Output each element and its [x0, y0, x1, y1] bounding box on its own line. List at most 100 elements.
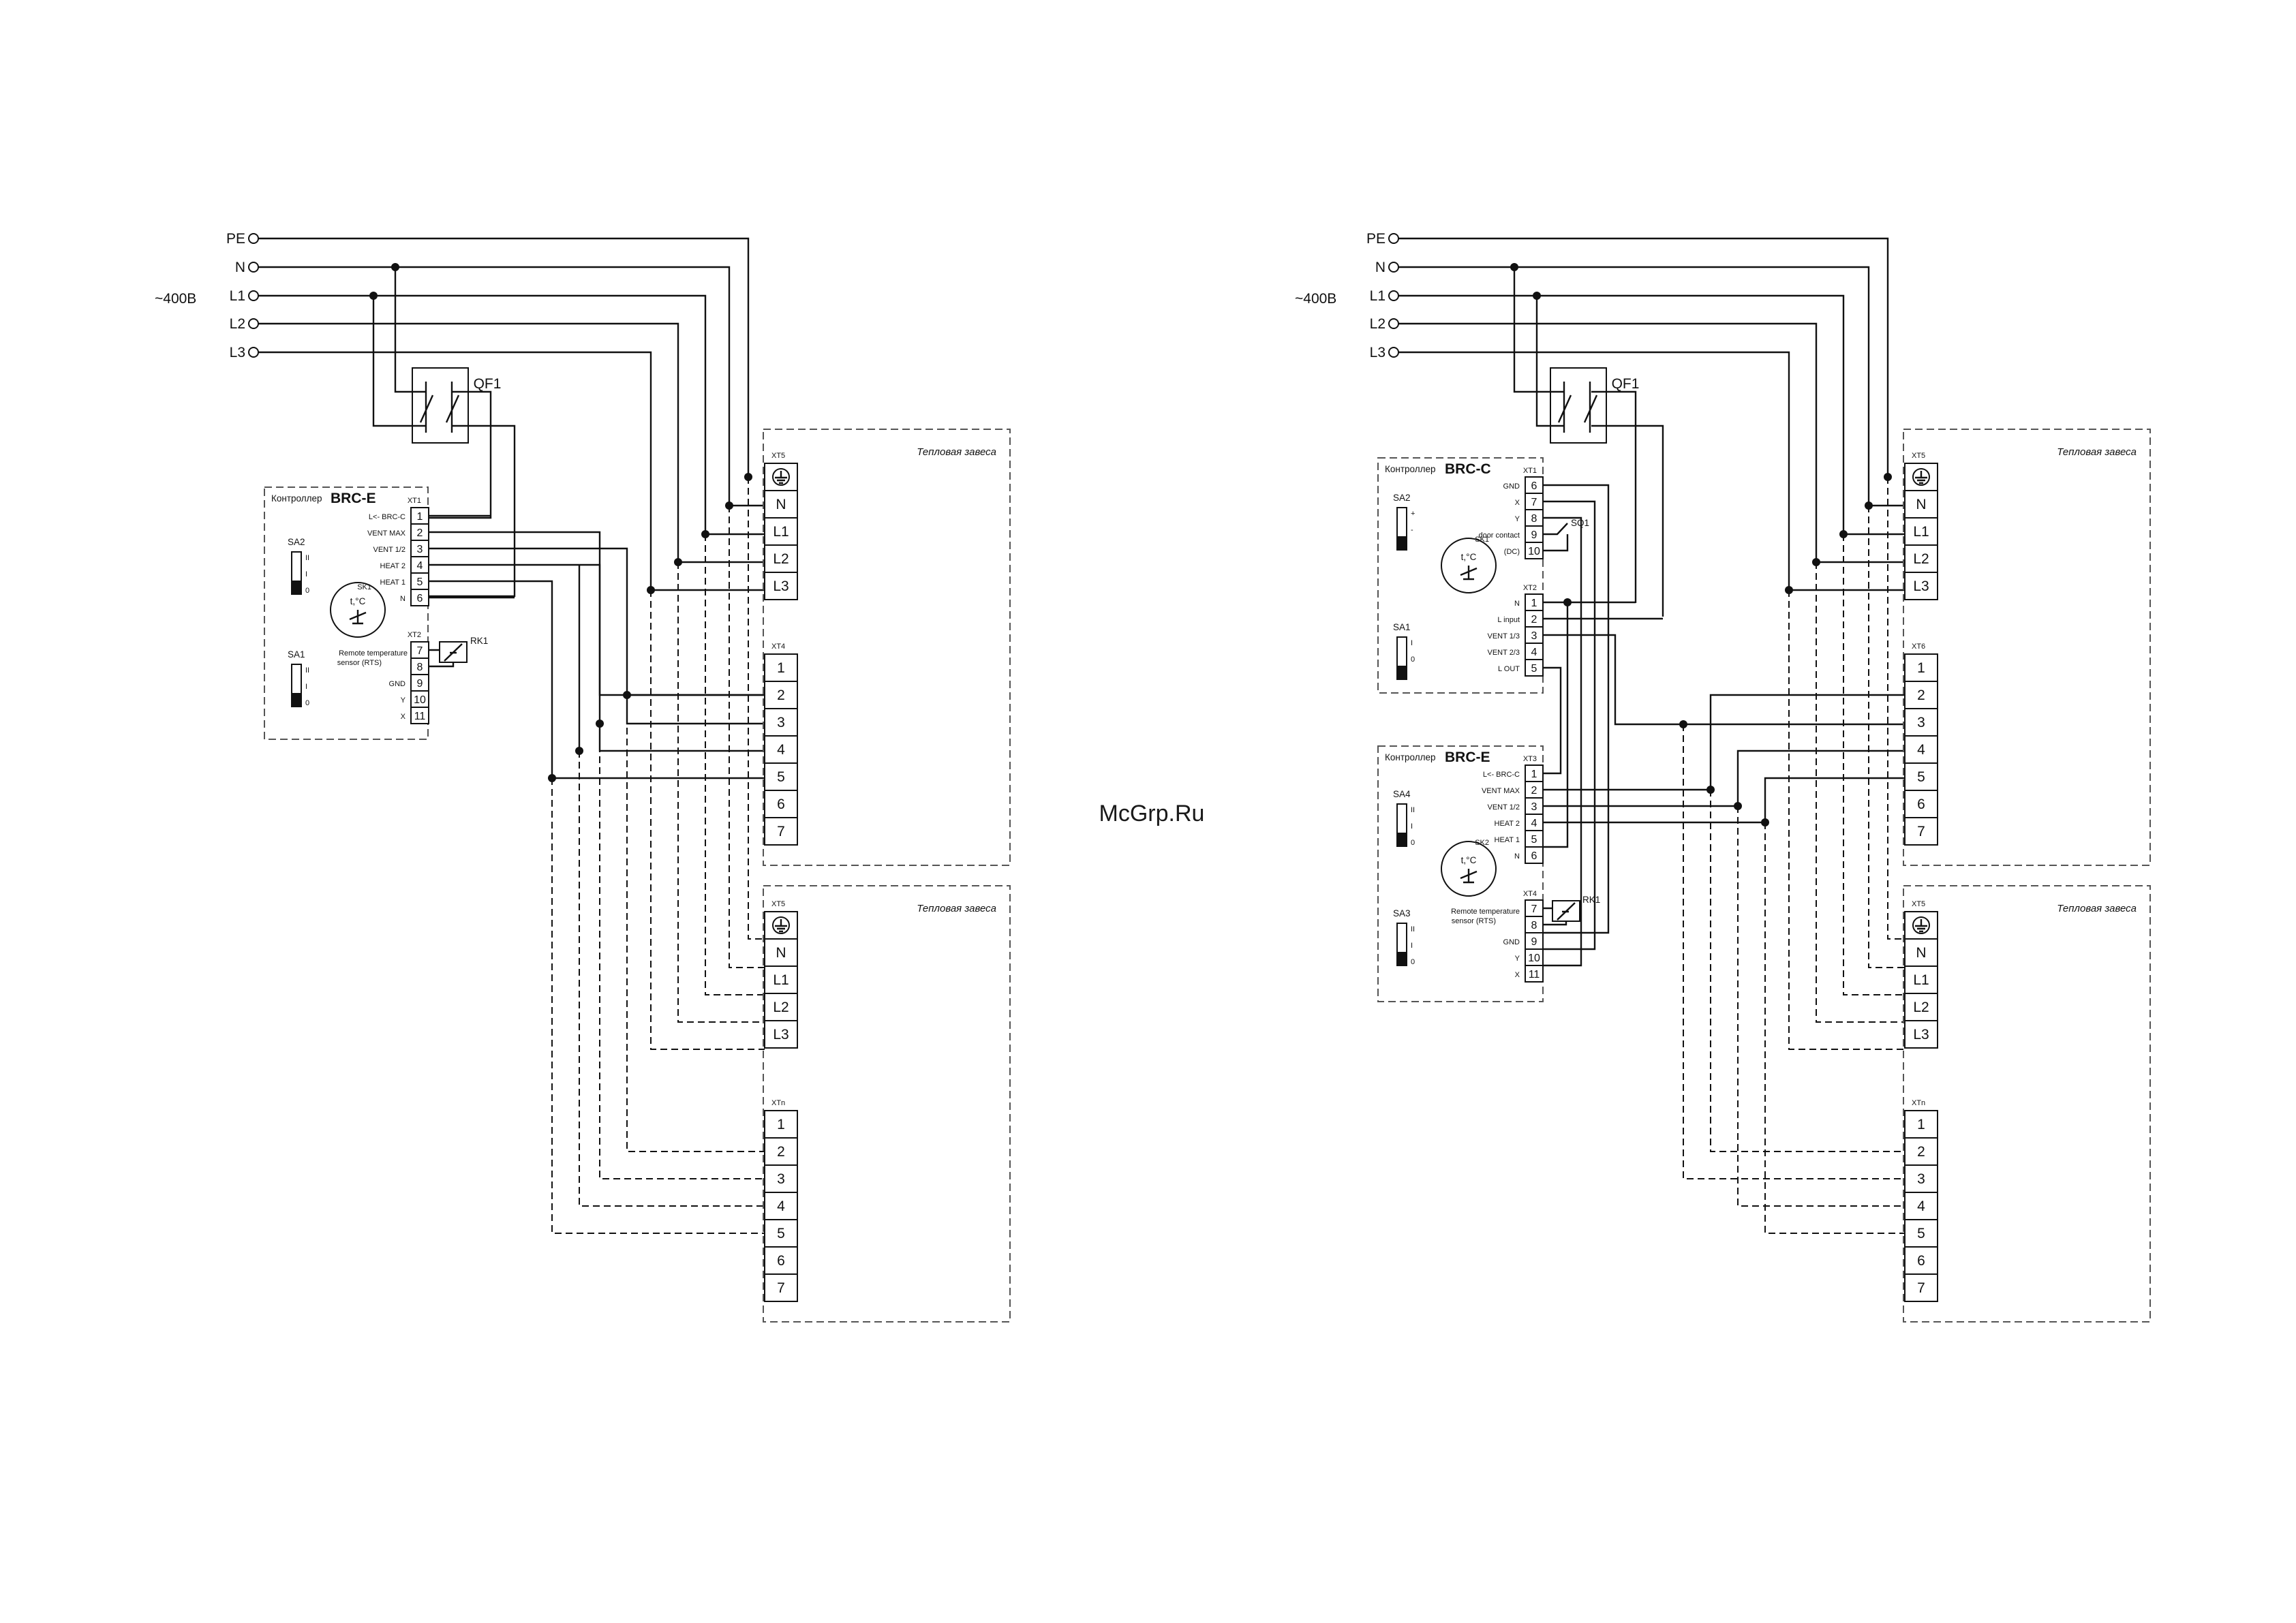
terminal-1 [1904, 1110, 1938, 1139]
terminal-function: L input [1497, 616, 1520, 624]
rts-label: Remote temperature [339, 649, 408, 658]
sq1-label: SQ1 [1571, 518, 1589, 528]
terminal-label: 7 [1531, 497, 1537, 508]
ground-icon [1915, 471, 1927, 484]
terminal-label: 3 [1531, 630, 1537, 642]
switch-mark: I [1411, 822, 1413, 831]
terminal-function: VENT MAX [367, 529, 406, 538]
terminal-l1 [764, 517, 798, 546]
controller-box [1377, 745, 1544, 1002]
curtain-box [1903, 885, 2151, 1323]
controller-name: BRC-E [331, 491, 376, 506]
terminal-label: N [1916, 497, 1926, 512]
terminal-label: 2 [417, 527, 423, 539]
wire [429, 531, 765, 696]
terminal-n [1904, 490, 1938, 519]
terminal-label: 7 [1917, 1280, 1925, 1296]
terminal-function: VENT 2/3 [1488, 649, 1520, 657]
breaker-body [412, 367, 469, 444]
wire [705, 534, 765, 995]
terminal-label: L1 [1913, 524, 1929, 540]
switch-mark: 0 [305, 699, 309, 707]
switch-mark: I [305, 683, 307, 691]
wire [729, 506, 765, 968]
supply-terminal [248, 290, 259, 301]
terminal-label: 10 [1528, 953, 1540, 964]
switch-mark: 0 [1411, 655, 1415, 664]
junction-dot [1510, 263, 1518, 271]
terminal-function: L<- BRC-C [369, 513, 405, 521]
terminal-function: X [401, 713, 406, 721]
terminal-3 [1904, 1164, 1938, 1193]
terminal-label: 5 [417, 576, 423, 588]
terminal-label: 9 [417, 678, 423, 690]
left-wiring: QF1 [258, 237, 765, 1234]
ground-icon [772, 468, 790, 486]
switch-knob [292, 581, 301, 594]
terminal-function: GND [389, 680, 406, 688]
wire [1535, 296, 1564, 427]
terminal-function: VENT 1/3 [1488, 632, 1520, 640]
terminal-label: L1 [773, 972, 789, 988]
terminal-label: 5 [1917, 769, 1925, 785]
terminal-label: L2 [773, 551, 789, 567]
ground-icon [1912, 916, 1930, 934]
curtain-box [763, 885, 1011, 1323]
supply-line-label: L2 [230, 316, 245, 332]
rk1-sensor [444, 643, 463, 662]
curtain-label: Тепловая завеса [917, 903, 996, 914]
rk1-sensor [1557, 902, 1576, 921]
terminal [1525, 659, 1544, 677]
terminal-label: 4 [1531, 647, 1537, 658]
terminal-function: L OUT [1498, 665, 1520, 673]
wire [1543, 516, 1582, 967]
switch-mark: II [1411, 806, 1415, 814]
controller-box [1377, 457, 1544, 694]
terminal-6 [1904, 790, 1938, 818]
rts-label: sensor (RTS) [337, 659, 382, 667]
junction-dot [369, 292, 378, 300]
wire [258, 237, 750, 477]
switch-mark: I [1411, 639, 1413, 647]
terminal-4 [1904, 735, 1938, 764]
supply-terminal [248, 318, 259, 329]
controller-box [264, 486, 429, 740]
terminal [1525, 493, 1544, 510]
switch-mark: I [305, 570, 307, 578]
terminal-block-label: XT6 [1912, 643, 1925, 651]
curtain-label: Тепловая завеса [2057, 903, 2137, 914]
right-wiring: QF1 [1398, 237, 1905, 1234]
supply-line-label: N [1375, 260, 1386, 275]
wire [677, 562, 765, 1023]
wire [258, 322, 765, 563]
terminal-label: N [776, 945, 786, 961]
terminal [1525, 593, 1544, 611]
voltage-label: ~400В [1295, 291, 1336, 307]
terminal-function: Y [1515, 515, 1520, 523]
switch-mark: II [1411, 925, 1415, 933]
supply-line-label: L3 [1370, 345, 1386, 360]
terminal-7 [764, 1273, 798, 1302]
terminal-label: L2 [1913, 551, 1929, 567]
terminal-5 [1904, 1219, 1938, 1248]
curtain-label: Тепловая завеса [917, 446, 996, 458]
thermostat-icon [1460, 566, 1478, 581]
terminal-label: 4 [1531, 818, 1537, 829]
terminal-block-label: XT4 [1523, 890, 1537, 898]
terminal-2 [764, 1137, 798, 1166]
terminal-label: L3 [1913, 1027, 1929, 1042]
wire [258, 351, 765, 591]
ground-icon [775, 919, 787, 933]
switch-knob [1397, 833, 1407, 846]
switch-knob [1397, 666, 1407, 679]
terminal-function: X [1515, 971, 1520, 979]
terminal [410, 523, 429, 541]
wire [1543, 694, 1905, 791]
terminal-label: 2 [1917, 687, 1925, 703]
terminal-label: 8 [1531, 920, 1537, 931]
terminal-function: HEAT 2 [380, 562, 406, 570]
wire [1868, 506, 1905, 968]
